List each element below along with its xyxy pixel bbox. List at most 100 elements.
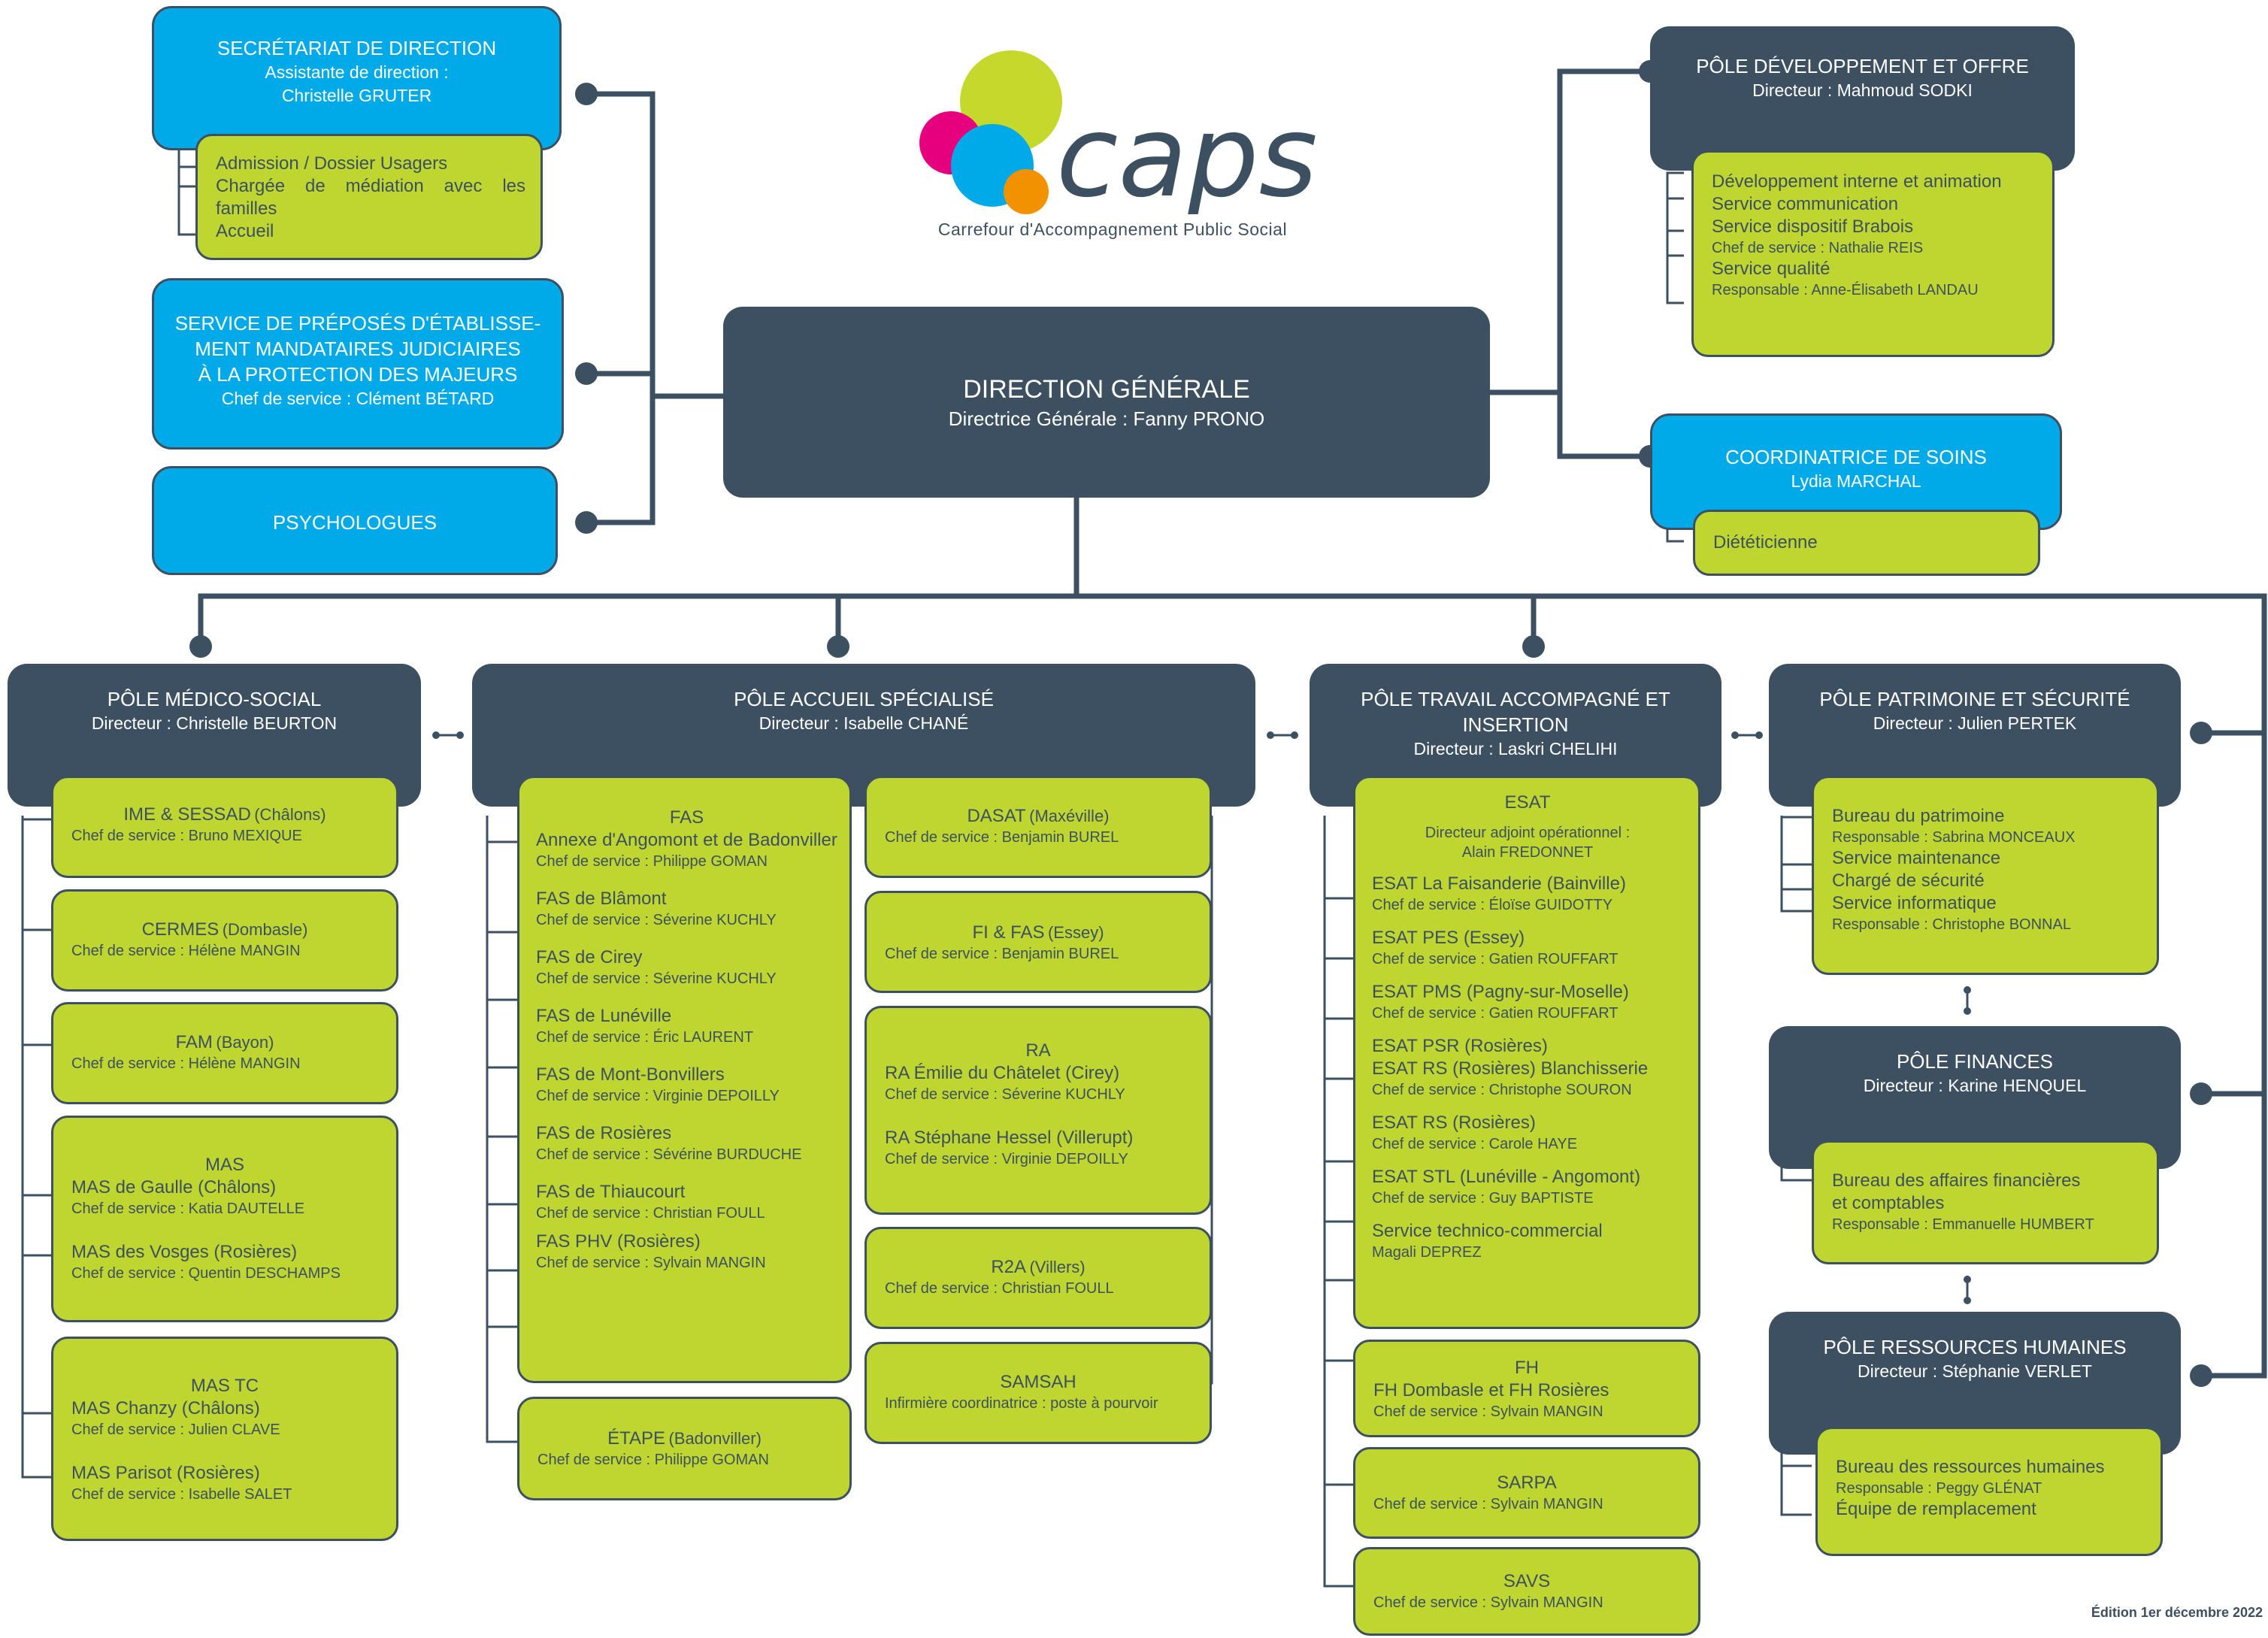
connector-dot: [189, 635, 212, 658]
fas-chef: Chef de service : Christian FOULL: [536, 1205, 765, 1222]
dasat-name: DASAT: [967, 806, 1026, 826]
psychologues-box: PSYCHOLOGUES: [152, 466, 558, 575]
esat-chef: Chef de service : Christophe SOURON: [1372, 1082, 1632, 1098]
developpement-sub: Directeur : Mahmoud SODKI: [1752, 80, 1973, 100]
link-dot: [1267, 731, 1274, 739]
patrimoine-resp: Responsable : Christophe BONNAL: [1832, 916, 2071, 933]
link-dot: [432, 731, 440, 739]
secretariat-line1: Assistante de direction :: [265, 62, 449, 82]
fh-chef: Chef de service : Sylvain MANGIN: [1373, 1403, 1603, 1420]
ime-place: (Châlons): [254, 805, 326, 824]
cermes-place: (Dombasle): [222, 920, 308, 939]
soins-item: Diététicienne: [1713, 532, 1818, 553]
psychologues-title: PSYCHOLOGUES: [272, 511, 438, 534]
connector-dot: [575, 83, 598, 105]
logo-circles: caps: [919, 50, 1318, 223]
mas-entry: MAS de Gaulle (Châlons): [71, 1177, 277, 1197]
preposes-sub: Chef de service : Clément BÉTARD: [221, 389, 495, 408]
finances-sub: Directeur : Karine HENQUEL: [1863, 1076, 2087, 1095]
secretariat-item: Chargée de médiation avec les familles: [216, 176, 525, 219]
link-dot: [1964, 1276, 1971, 1283]
fas-chef: Chef de service : Séverine KUCHLY: [536, 970, 777, 987]
patrimoine-sub: Directeur : Julien PERTEK: [1873, 713, 2077, 733]
savs-title: SAVS: [1503, 1571, 1551, 1591]
finances-resp: Responsable : Emmanuelle HUMBERT: [1832, 1216, 2094, 1233]
fh-box: FH FH Dombasle et FH Rosières Chef de se…: [1353, 1340, 1700, 1437]
patrimoine-item: Service maintenance: [1832, 848, 2001, 868]
fi-fas-box: FI & FAS (Essey) Chef de service : Benja…: [865, 891, 1212, 993]
samsah-box: SAMSAH Infirmière coordinatrice : poste …: [865, 1342, 1212, 1444]
link-dot: [1964, 1297, 1971, 1304]
esat-entry: ESAT RS (Rosières): [1372, 1113, 1536, 1133]
link-dot: [1291, 731, 1298, 739]
samsah-chef: Infirmière coordinatrice : poste à pourv…: [885, 1395, 1158, 1412]
sarpa-chef: Chef de service : Sylvain MANGIN: [1373, 1496, 1603, 1512]
soins-sub: Lydia MARCHAL: [1791, 471, 1921, 491]
connector-dot: [575, 511, 598, 534]
connector-dot: [2190, 722, 2212, 744]
mas-tc-box: MAS TC MAS Chanzy (Châlons) Chef de serv…: [51, 1337, 398, 1541]
savs-box: SAVS Chef de service : Sylvain MANGIN: [1353, 1547, 1700, 1636]
connector-dot: [827, 635, 849, 658]
fas-entry: FAS de Rosières: [536, 1123, 672, 1143]
rh-item: Bureau des ressources humaines: [1836, 1457, 2105, 1477]
fam-chef: Chef de service : Hélène MANGIN: [71, 1055, 301, 1072]
esat-chef: Chef de service : Carole HAYE: [1372, 1136, 1578, 1152]
patrimoine-items-box: Bureau du patrimoine Responsable : Sabri…: [1812, 776, 2159, 975]
ra-entry: RA Émilie du Châtelet (Cirey): [885, 1063, 1120, 1083]
link-dot: [1964, 986, 1971, 994]
direction-title: DIRECTION GÉNÉRALE: [963, 375, 1250, 404]
ime-name: IME & SESSAD: [123, 804, 251, 825]
r2a-box: R2A (Villers) Chef de service : Christia…: [865, 1227, 1212, 1329]
fam-box: FAM (Bayon) Chef de service : Hélène MAN…: [51, 1002, 398, 1104]
direction-generale-box: DIRECTION GÉNÉRALE Directrice Générale :…: [723, 307, 1490, 498]
finances-title: PÔLE FINANCES: [1896, 1050, 2054, 1073]
etape-chef: Chef de service : Philippe GOMAN: [537, 1452, 769, 1468]
esat-entry: ESAT RS (Rosières) Blanchisserie: [1372, 1058, 1649, 1079]
etape-place: (Badonviller): [668, 1429, 762, 1448]
fh-entry: FH Dombasle et FH Rosières: [1373, 1380, 1609, 1400]
rh-items-box: Bureau des ressources humaines Responsab…: [1815, 1427, 2163, 1556]
dasat-place: (Maxéville): [1029, 807, 1110, 825]
fas-entry: Annexe d'Angomont et de Badonviller: [536, 830, 837, 850]
esat-chef: Chef de service : Guy BAPTISTE: [1372, 1190, 1594, 1207]
samsah-name: SAMSAH: [1000, 1372, 1076, 1392]
connector-dot: [2190, 1364, 2212, 1387]
mastc-title: MAS TC: [190, 1376, 259, 1396]
fam-name: FAM: [175, 1032, 213, 1052]
secretariat-item: Admission / Dossier Usagers: [216, 153, 448, 174]
pole-developpement-box: PÔLE DÉVELOPPEMENT ET OFFRE Directeur : …: [1650, 26, 2075, 171]
dasat-chef: Chef de service : Benjamin BUREL: [885, 829, 1119, 846]
esat-entry: ESAT La Faisanderie (Bainville): [1372, 873, 1626, 894]
developpement-chef: Chef de service : Nathalie REIS: [1712, 240, 1924, 256]
developpement-chef: Responsable : Anne-Élisabeth LANDAU: [1712, 282, 1979, 298]
soins-item-box: Diététicienne: [1693, 510, 2040, 576]
soins-title: COORDINATRICE DE SOINS: [1725, 446, 1987, 468]
rh-resp: Responsable : Peggy GLÉNAT: [1836, 1480, 2042, 1497]
link-dot: [456, 731, 464, 739]
patrimoine-item: Chargé de sécurité: [1832, 870, 1985, 891]
ime-chef: Chef de service : Bruno MEXIQUE: [71, 828, 302, 844]
esat-chef: Chef de service : Éloïse GUIDOTTY: [1372, 897, 1613, 913]
rh-item: Équipe de remplacement: [1836, 1499, 2036, 1519]
fas-entry: FAS de Cirey: [536, 947, 643, 967]
dasat-box: DASAT (Maxéville) Chef de service : Benj…: [865, 776, 1212, 878]
finances-item: et comptables: [1832, 1193, 1945, 1213]
caps-logo: caps Carrefour d'Accompagnement Public S…: [910, 41, 1318, 252]
accueil-title: PÔLE ACCUEIL SPÉCIALISÉ: [734, 688, 994, 710]
ra-title: RA: [1025, 1040, 1051, 1061]
mastc-entry: MAS Parisot (Rosières): [71, 1463, 260, 1483]
savs-chef: Chef de service : Sylvain MANGIN: [1373, 1594, 1603, 1611]
fas-entry: FAS de Mont-Bonvillers: [536, 1064, 725, 1085]
esat-adj1: Directeur adjoint opérationnel :: [1425, 825, 1631, 841]
esat-chef: Magali DEPREZ: [1372, 1244, 1482, 1261]
ra-box: RA RA Émilie du Châtelet (Cirey) Chef de…: [865, 1006, 1212, 1215]
ra-chef: Chef de service : Virginie DEPOILLY: [885, 1151, 1128, 1167]
r2a-name: R2A: [991, 1257, 1027, 1277]
preposes-box: SERVICE DE PRÉPOSÉS D'ÉTABLISSE- MENT MA…: [152, 278, 564, 450]
link-dot: [1731, 731, 1739, 739]
esat-box: ESAT Directeur adjoint opérationnel : Al…: [1353, 776, 1700, 1329]
patrimoine-item: Service informatique: [1832, 893, 1997, 913]
fas-chef: Chef de service : Virginie DEPOILLY: [536, 1088, 780, 1104]
ra-chef: Chef de service : Séverine KUCHLY: [885, 1086, 1125, 1103]
